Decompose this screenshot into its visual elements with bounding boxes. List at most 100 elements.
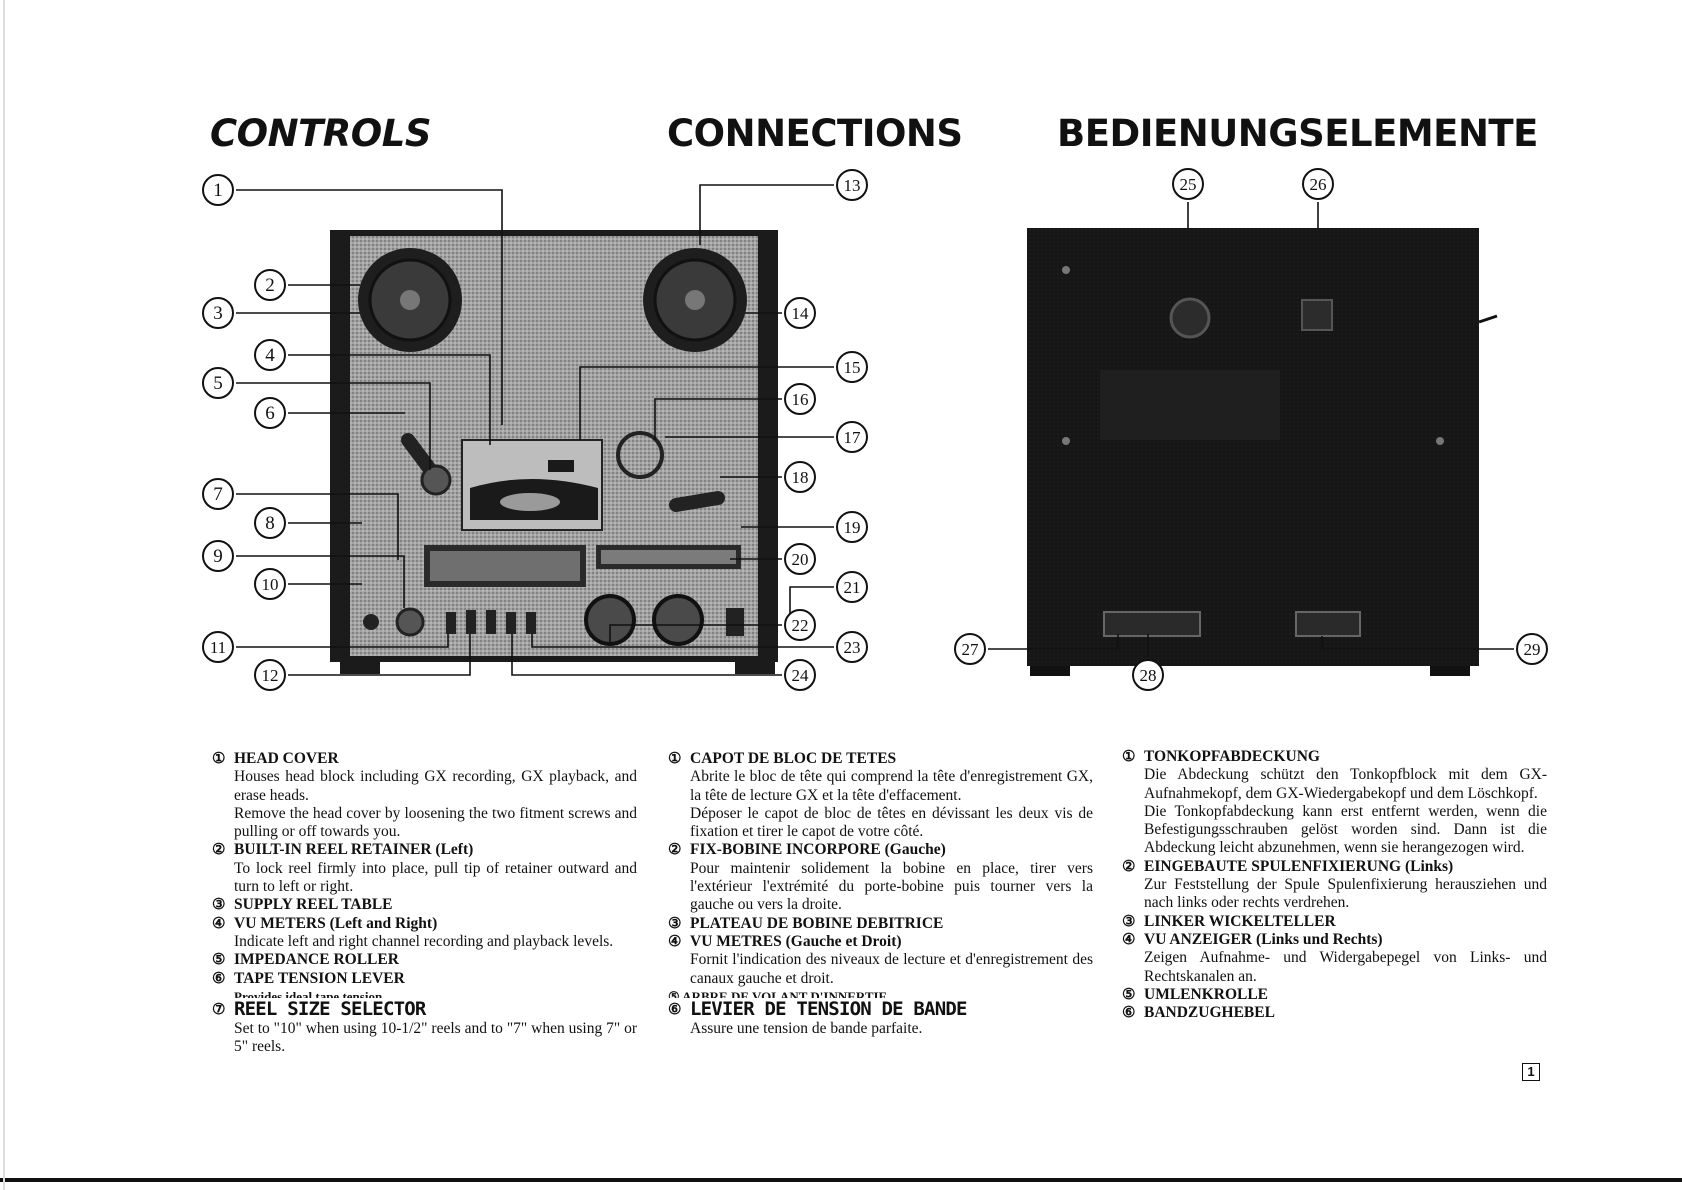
french-item-label: PLATEAU DE BOBINE DEBITRICE (690, 914, 944, 932)
tension-lever (401, 433, 452, 496)
english-item-label: VU METERS (Left and Right) (234, 914, 438, 932)
french-item-desc: Fornit l'indication des niveaux de lectu… (690, 951, 1093, 987)
svg-text:3: 3 (213, 303, 223, 324)
item-number: ③ (1122, 913, 1136, 930)
svg-text:8: 8 (265, 513, 275, 534)
callout-24: 24 (784, 659, 816, 691)
svg-text:11: 11 (210, 638, 226, 657)
capstan-pinch-roller (616, 431, 725, 512)
leader-line-16 (654, 398, 782, 440)
svg-text:10: 10 (262, 575, 279, 594)
callout-bubbles: 1234567891011121314151617181920212223242… (202, 168, 1548, 691)
callout-14: 14 (784, 297, 816, 329)
leader-line-1 (236, 189, 503, 425)
callout-7: 7 (202, 478, 234, 510)
french-item-label: CAPOT DE BLOC DE TETES (690, 750, 897, 767)
svg-text:18: 18 (792, 468, 809, 487)
leader-line-13 (699, 184, 834, 245)
english-item-label: BUILT-IN REEL RETAINER (Left) (234, 841, 474, 859)
callout-21: 21 (836, 571, 868, 603)
svg-text:23: 23 (844, 638, 861, 657)
english-item-label: IMPEDANCE ROLLER (234, 951, 399, 969)
callout-2: 2 (254, 269, 286, 301)
english-item-desc: Indicate left and right channel recordin… (234, 932, 614, 950)
item-number: ② (212, 842, 226, 859)
callout-16: 16 (784, 383, 816, 415)
german-item-desc: Zur Feststellung der Spule Spulenfixieru… (1144, 876, 1547, 912)
callout-6: 6 (254, 397, 286, 429)
callout-29: 29 (1516, 633, 1548, 665)
item-number: ② (668, 842, 682, 859)
callout-20: 20 (784, 543, 816, 575)
english-item-label: HEAD COVER (234, 750, 339, 767)
item-number: ⑥ (212, 970, 226, 987)
svg-text:20: 20 (792, 550, 809, 569)
callout-19: 19 (836, 511, 868, 543)
leader-line-5 (236, 382, 431, 470)
french-item-title: ③ PLATEAU DE BOBINE DEBITRICE (668, 915, 1093, 933)
callout-22: 22 (784, 609, 816, 641)
callout-23: 23 (836, 631, 868, 663)
item-number: ⑤ (212, 952, 226, 969)
english-item-title: ③ SUPPLY REEL TABLE (212, 896, 637, 914)
item-number: ③ (668, 915, 682, 932)
item-number: ④ (668, 933, 682, 950)
french-cut-line: ⑤ ARBRE DE VOLANT D'INNERTIE (668, 988, 888, 998)
french-item-title: ④ VU METRES (Gauche et Droit) (668, 933, 1093, 951)
callout-1: 1 (202, 174, 234, 206)
item-number: ③ (212, 897, 226, 914)
german-item-desc: Die Abdeckung schützt den Tonkopfblock m… (1144, 766, 1547, 802)
leader-line-4 (288, 354, 491, 445)
callout-18: 18 (784, 461, 816, 493)
page-number: 1 (1522, 1063, 1540, 1081)
callout-15: 15 (836, 351, 868, 383)
german-item-label: UMLENKROLLE (1144, 985, 1269, 1003)
svg-text:17: 17 (844, 428, 862, 447)
svg-text:25: 25 (1180, 175, 1197, 194)
item-number: ⑤ (1122, 986, 1136, 1003)
svg-text:14: 14 (792, 304, 810, 323)
english-item-label: SUPPLY REEL TABLE (234, 896, 393, 914)
french-item-desc: Abrite le bloc de tête qui comprend la t… (690, 768, 1093, 804)
callout-25: 25 (1172, 168, 1204, 200)
callout-17: 17 (836, 421, 868, 453)
callout-13: 13 (836, 169, 868, 201)
french-item-label: VU METRES (Gauche et Droit) (690, 932, 902, 950)
svg-text:1: 1 (213, 180, 223, 201)
svg-text:21: 21 (844, 578, 861, 597)
svg-text:19: 19 (844, 518, 861, 537)
english-item-title: ⑤ IMPEDANCE ROLLER (212, 951, 637, 969)
bottom-rule (0, 1178, 1682, 1182)
page-edge (3, 0, 5, 1190)
svg-text:15: 15 (844, 358, 861, 377)
svg-text:6: 6 (265, 403, 275, 424)
rear-panel (1027, 228, 1498, 676)
leader-line-22 (609, 624, 782, 645)
takeup-reel-table (643, 248, 747, 352)
french-item-desc: Déposer le capot de bloc de têtes en dév… (690, 804, 1093, 841)
english-item-desc: To lock reel firmly into place, pull tip… (234, 859, 637, 896)
svg-text:24: 24 (792, 666, 810, 685)
heading-english: CONTROLS (210, 112, 431, 155)
svg-text:5: 5 (213, 373, 223, 394)
supply-reel-table (358, 248, 462, 352)
leader-line-9 (236, 555, 405, 608)
svg-text:2: 2 (265, 275, 275, 296)
reel-size-selector-desc: Set to "10" when using 10-1/2" reels and… (234, 1019, 637, 1056)
heading-german: BEDIENUNGSELEMENTE (1057, 112, 1538, 155)
item-number: ① (668, 751, 682, 767)
leader-line-27 (988, 634, 1119, 650)
